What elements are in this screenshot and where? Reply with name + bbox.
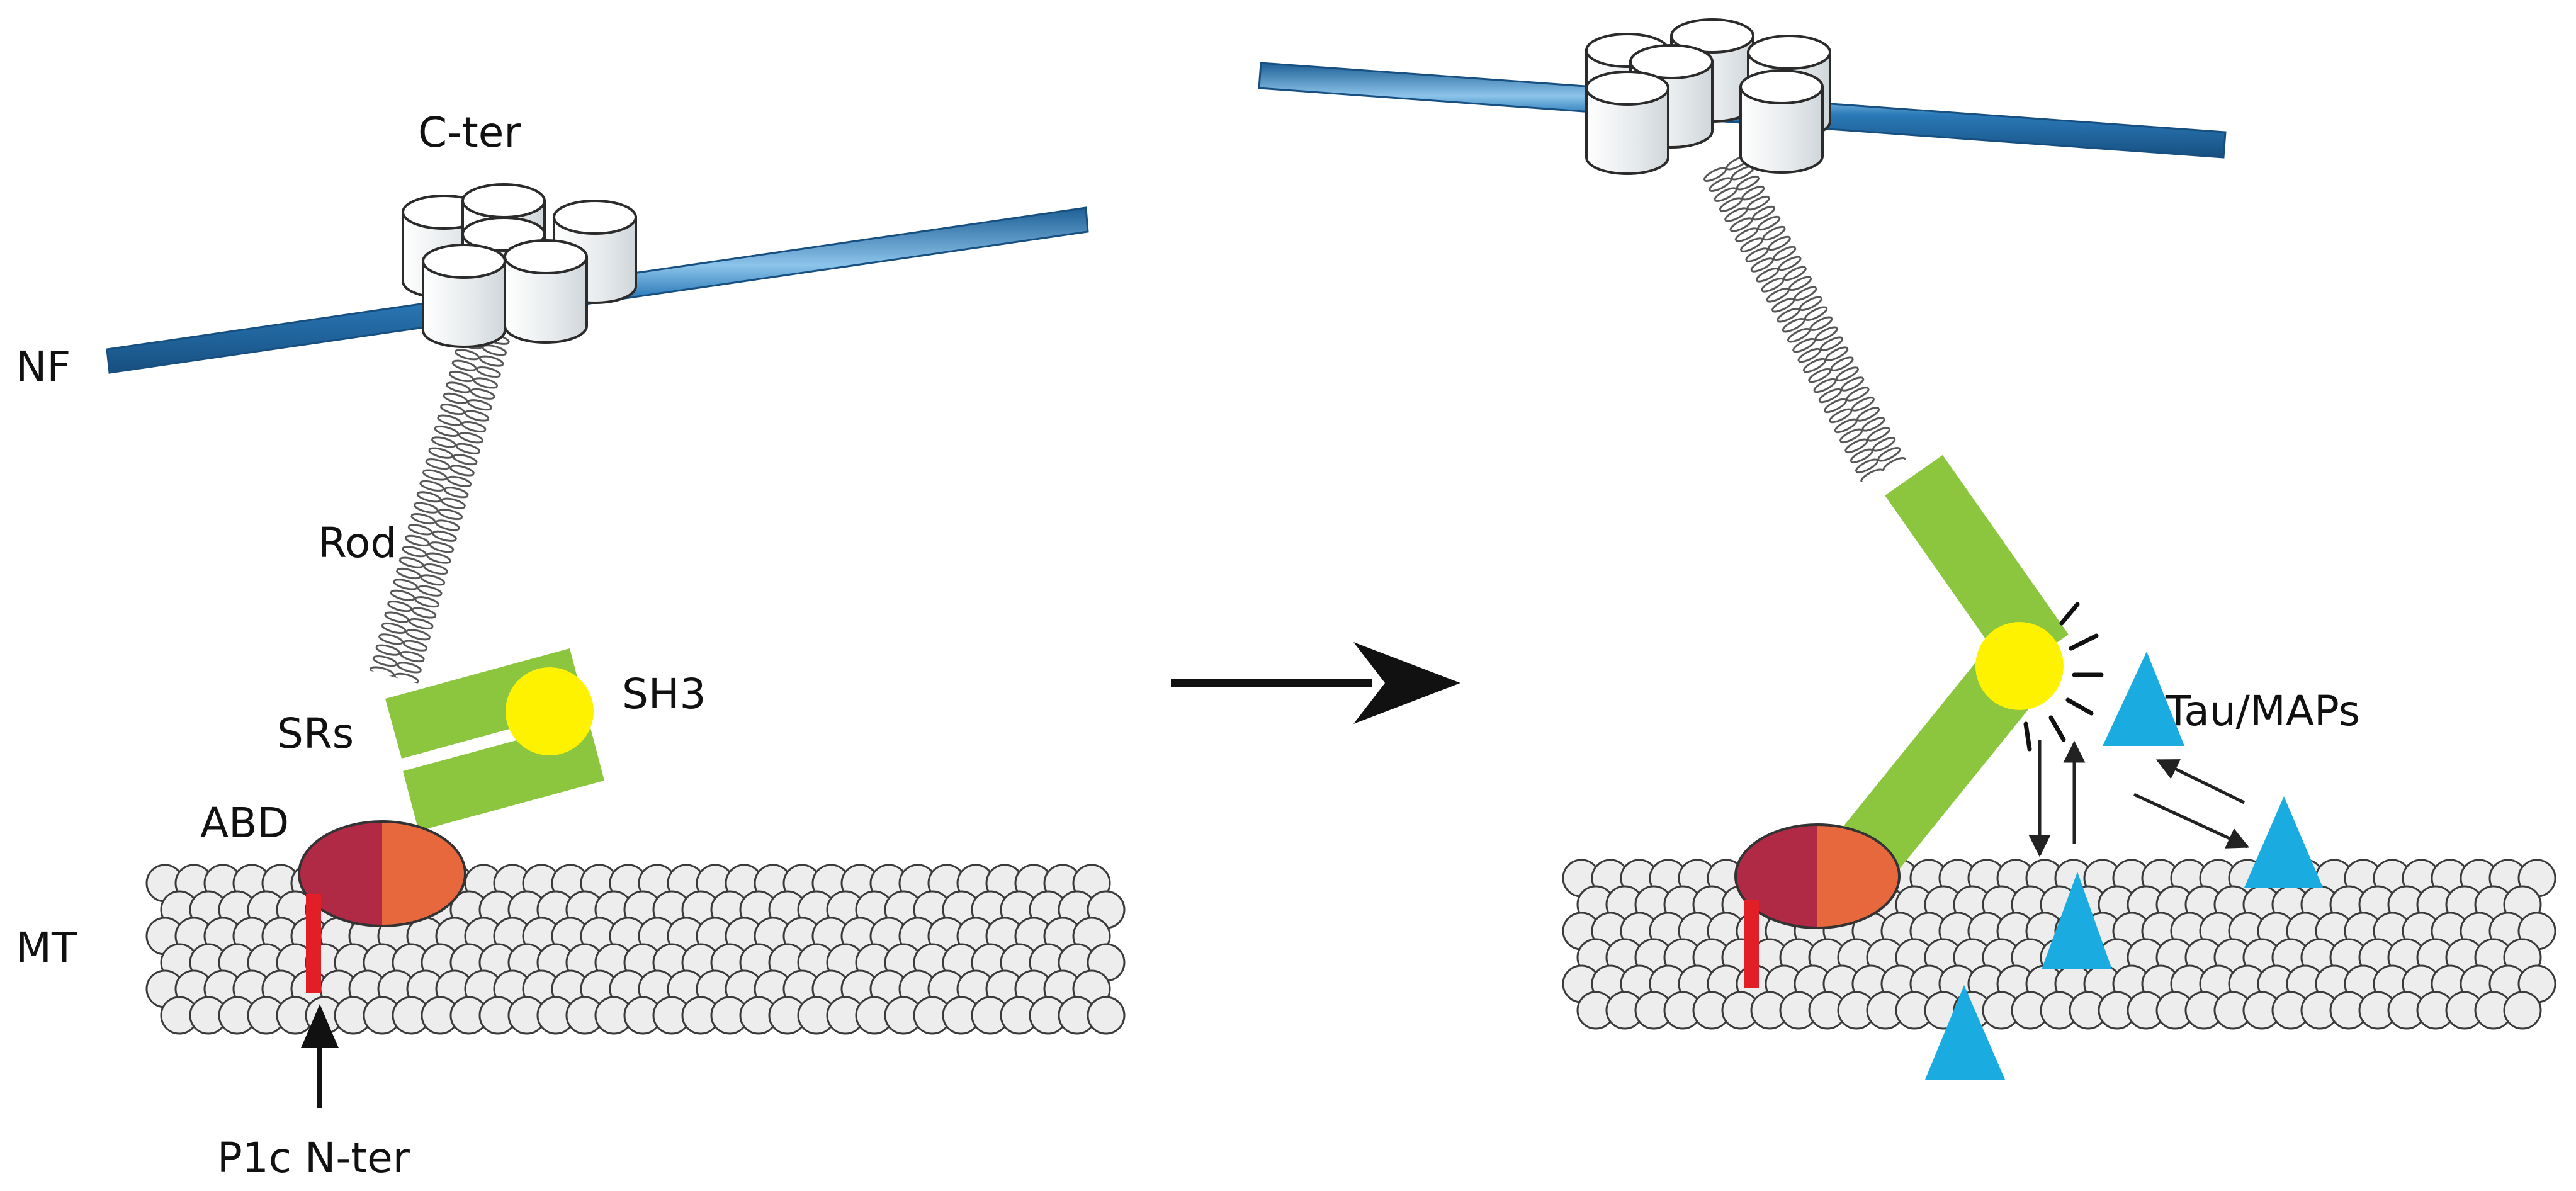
microtubule-left xyxy=(145,864,1126,1035)
tubulin-subunit xyxy=(1087,996,1126,1035)
label-tau-maps: Tau/MAPs xyxy=(2165,687,2360,735)
actin-binding-domain-left xyxy=(298,820,466,927)
n-terminus-left xyxy=(306,894,321,993)
rod-coil-right xyxy=(1701,152,1906,483)
left-panel xyxy=(106,183,1126,1108)
plakin-repeat-cylinders-left xyxy=(402,183,637,348)
tau-maps-proteins xyxy=(1925,652,2323,1080)
microtubule-right xyxy=(1562,859,2556,1030)
label-mt: MT xyxy=(16,923,77,972)
exchange-arrows xyxy=(2028,740,2250,857)
tau-triangle-center xyxy=(2042,872,2112,969)
label-rod: Rod xyxy=(318,519,397,567)
label-sh3: SH3 xyxy=(622,670,706,718)
tau-triangle-top xyxy=(2103,652,2184,746)
label-srs: SRs xyxy=(277,709,354,758)
n-ter-arrow xyxy=(301,1004,339,1108)
tau-triangle-right xyxy=(2244,796,2323,888)
sh3-domain-left xyxy=(506,667,594,755)
label-p1c-nter: P1c N-ter xyxy=(217,1134,410,1182)
label-nf: NF xyxy=(16,342,71,391)
n-terminus-right xyxy=(1744,900,1759,988)
tau-triangle-bottom xyxy=(1925,985,2005,1080)
plakin-repeat-cylinder xyxy=(504,239,588,344)
label-abd: ABD xyxy=(200,799,289,847)
rod-coil-left xyxy=(369,324,511,684)
transition-arrow xyxy=(1171,642,1460,724)
plakin-repeat-cylinders-right xyxy=(1585,18,1831,175)
tubulin-subunit xyxy=(2503,991,2542,1030)
label-c-ter: C-ter xyxy=(418,108,521,157)
actin-binding-domain-right xyxy=(1734,823,1901,929)
sh3-domain-right xyxy=(1975,602,2104,752)
plakin-repeat-cylinder xyxy=(422,244,506,348)
plakin-repeat-cylinder xyxy=(1739,69,1824,174)
right-panel xyxy=(1258,18,2556,1080)
plakin-repeat-cylinder xyxy=(1585,71,1669,175)
